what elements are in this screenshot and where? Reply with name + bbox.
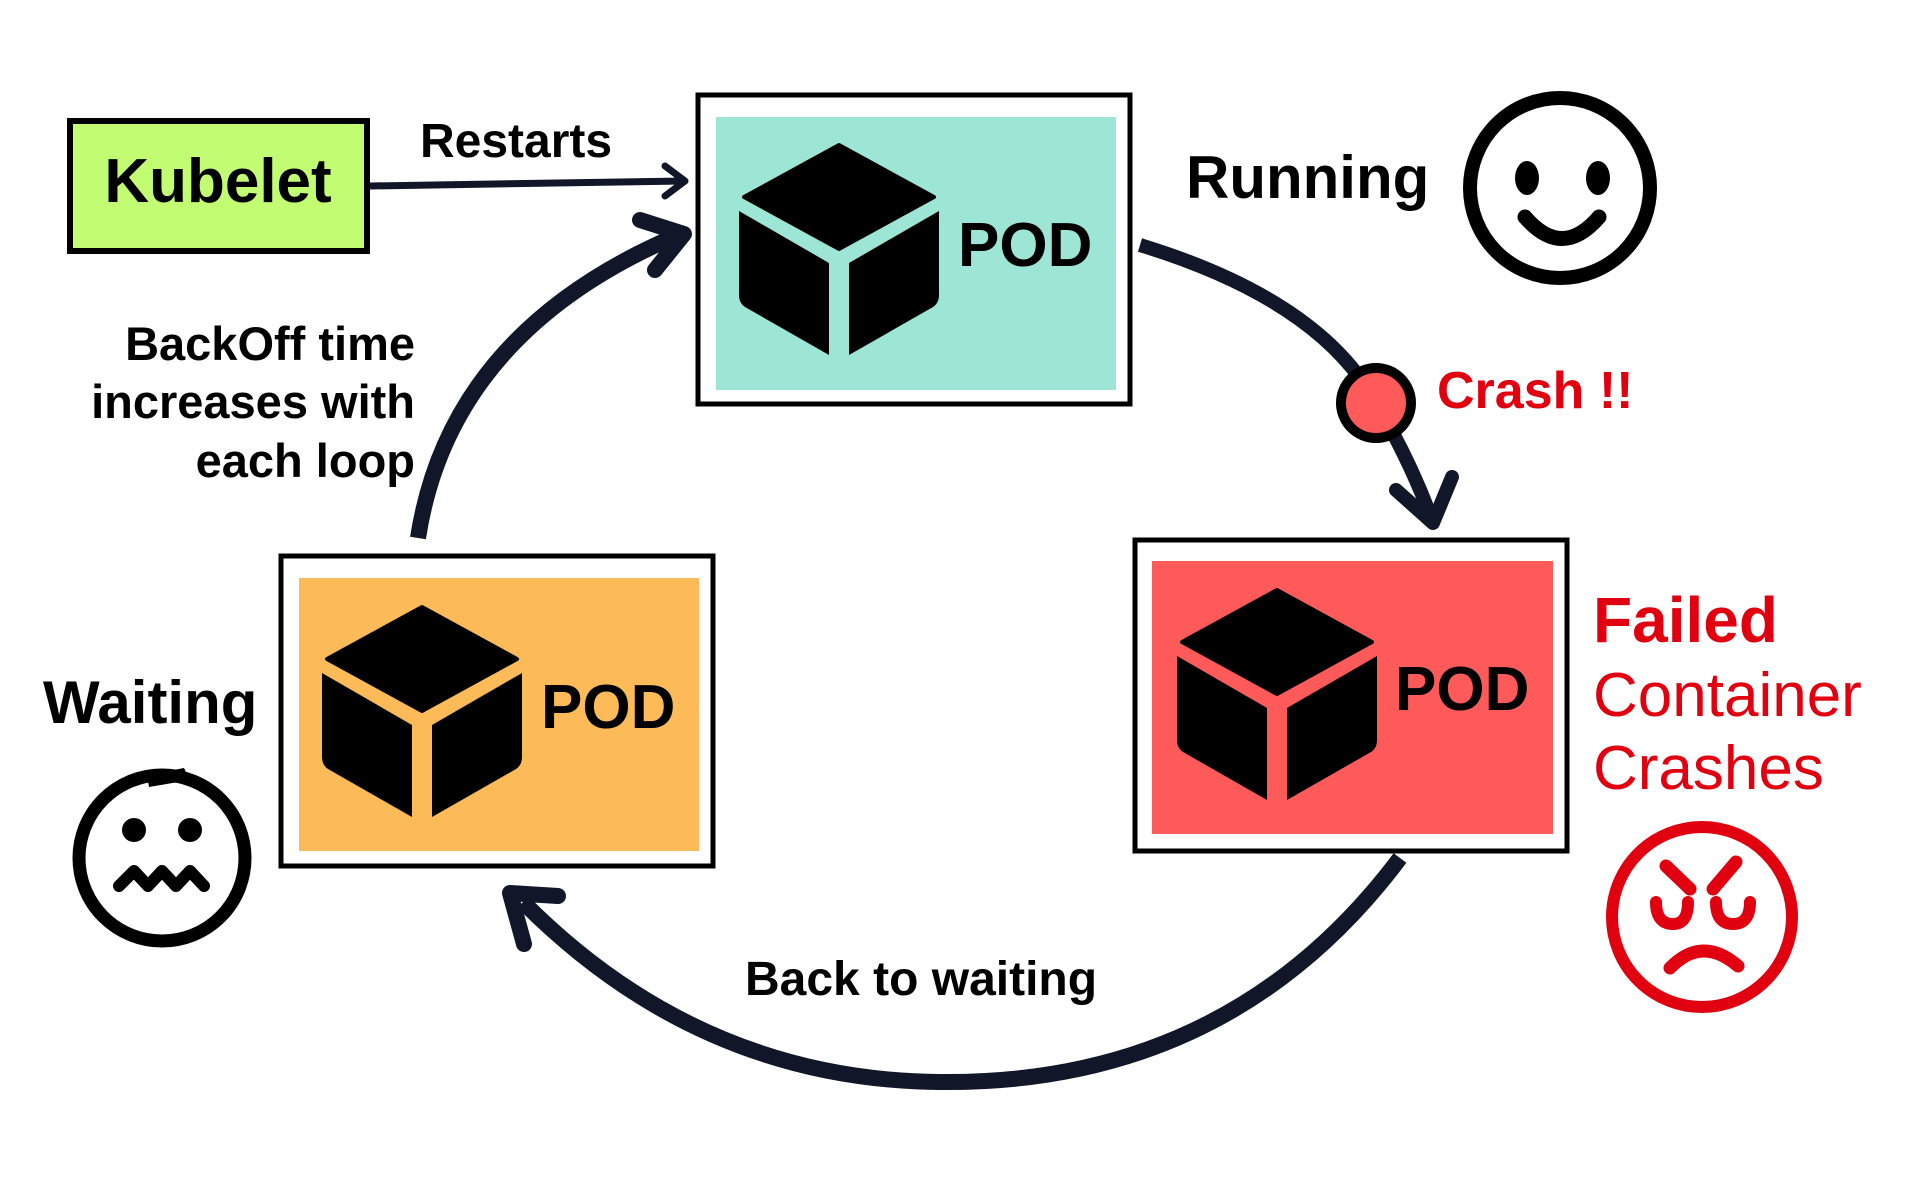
pod-failed: POD — [1132, 537, 1570, 854]
back-to-waiting-arrow-line — [517, 853, 1407, 1091]
backoff-label-line-3: each loop — [196, 434, 415, 487]
waiting-state-label: Waiting — [43, 669, 257, 736]
pod-waiting: POD — [278, 553, 716, 869]
restarts-arrowhead-icon — [661, 162, 689, 200]
back-to-waiting-edge: Back to waiting — [502, 853, 1407, 1091]
restarts-arrow-line — [369, 177, 685, 190]
kubelet-node: Kubelet — [67, 118, 370, 254]
kubelet-box — [67, 118, 370, 254]
pod-failed-label: POD — [1395, 655, 1529, 724]
crash-edge: Crash !! — [1137, 238, 1633, 530]
back-to-waiting-arrowhead-icon — [502, 885, 566, 952]
failed-state-line-3: Crashes — [1593, 734, 1824, 803]
angry-face-icon — [1606, 821, 1798, 1013]
back-to-waiting-label: Back to waiting — [745, 953, 1097, 1006]
backoff-arrowhead-icon — [632, 212, 692, 278]
backoff-edge: BackOff time increases with each loop — [91, 212, 692, 540]
backoff-label-line-1: BackOff time — [125, 317, 415, 370]
running-state-label: Running — [1186, 144, 1429, 211]
kubelet-label: Kubelet — [104, 147, 331, 216]
crash-point-icon — [1336, 363, 1416, 443]
pod-running-label: POD — [958, 211, 1092, 280]
backoff-label-line-2: increases with — [91, 375, 415, 428]
crash-arrowhead-icon — [1389, 470, 1459, 530]
pod-waiting-label: POD — [541, 673, 675, 742]
backoff-arrow-line — [410, 225, 687, 540]
failed-state-title: Failed — [1593, 584, 1778, 656]
happy-face-icon — [1463, 91, 1657, 285]
restarts-edge: Restarts — [369, 115, 689, 200]
worried-face-icon — [72, 768, 252, 948]
crash-label: Crash !! — [1437, 362, 1633, 420]
restarts-label: Restarts — [420, 115, 612, 168]
pod-running: POD — [695, 92, 1133, 407]
failed-state-line-2: Container — [1593, 661, 1862, 730]
